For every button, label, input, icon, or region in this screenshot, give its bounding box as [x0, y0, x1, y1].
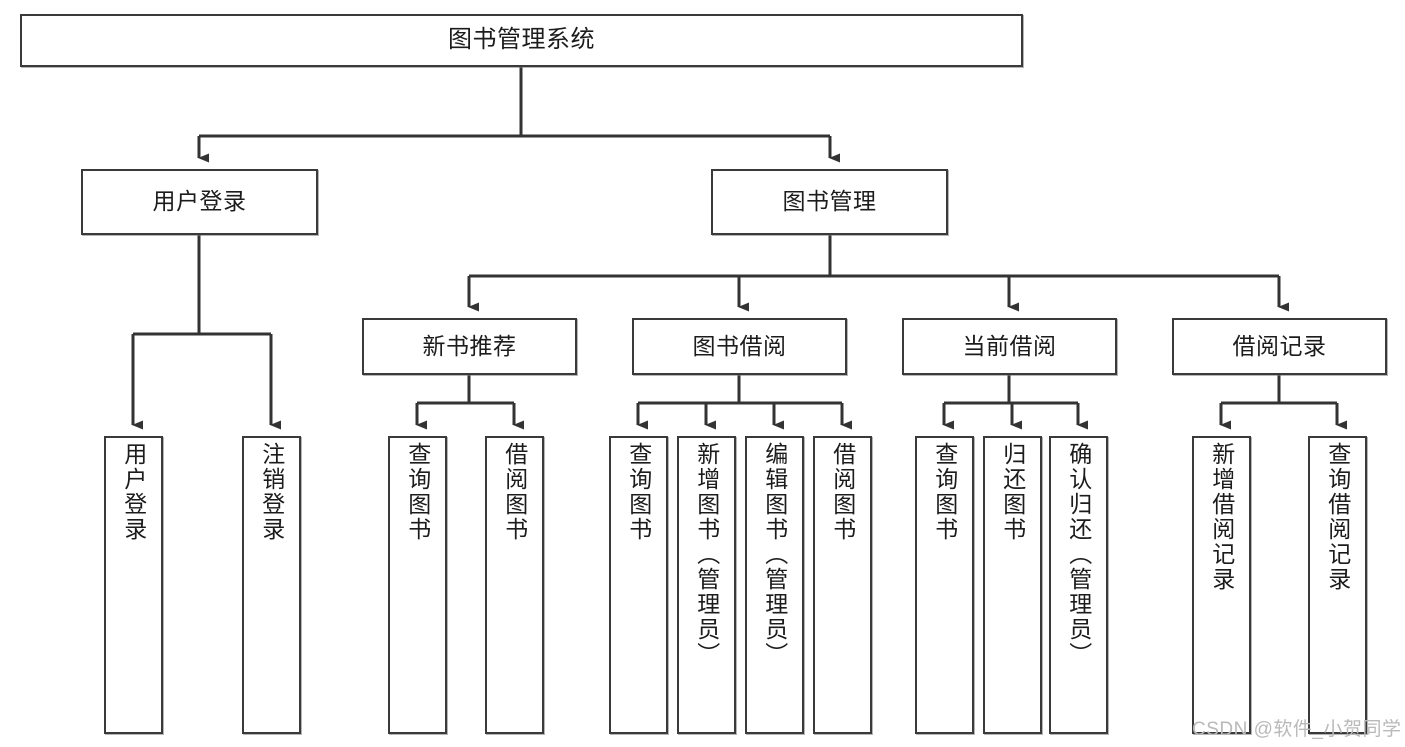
node-label: 当前借阅: [962, 332, 1057, 359]
csdn-watermark: CSDN @软件_小贺同学: [1192, 719, 1402, 740]
leaf-current-borrow-query-book[interactable]: 查询图书: [915, 436, 974, 734]
node-label: 图书管理: [782, 188, 877, 215]
node-label: 借阅图书: [829, 442, 856, 542]
leaf-current-borrow-confirm-return-admin[interactable]: 确认归还（管理员）: [1049, 436, 1108, 734]
node-label: 归还图书: [999, 442, 1026, 542]
leaf-user-login-login[interactable]: 用户登录: [104, 436, 163, 734]
node-label: 确认归还（管理员）: [1065, 442, 1092, 667]
leaf-book-borrow-edit-book-admin[interactable]: 编辑图书（管理员）: [745, 436, 804, 734]
node-label: 图书借阅: [692, 332, 787, 359]
node-label: 新书推荐: [422, 332, 517, 359]
node-label: 查询图书: [404, 442, 431, 542]
node-label: 新增图书（管理员）: [693, 442, 720, 667]
node-label: 图书管理系统: [448, 26, 595, 54]
node-label: 借阅图书: [501, 442, 528, 542]
leaf-new-book-borrow-book[interactable]: 借阅图书: [485, 436, 544, 734]
leaf-book-borrow-borrow-book[interactable]: 借阅图书: [813, 436, 872, 734]
leaf-current-borrow-return-book[interactable]: 归还图书: [983, 436, 1042, 734]
node-label: 编辑图书（管理员）: [761, 442, 788, 667]
leaf-user-login-logout[interactable]: 注销登录: [242, 436, 301, 734]
leaf-borrow-record-query-record[interactable]: 查询借阅记录: [1308, 436, 1367, 734]
node-label: 用户登录: [120, 442, 147, 542]
node-user-login[interactable]: 用户登录: [81, 169, 318, 235]
leaf-new-book-query-book[interactable]: 查询图书: [388, 436, 447, 734]
node-label: 查询图书: [625, 442, 652, 542]
node-label: 借阅记录: [1232, 332, 1327, 359]
leaf-book-borrow-add-book-admin[interactable]: 新增图书（管理员）: [677, 436, 736, 734]
leaf-borrow-record-add-record[interactable]: 新增借阅记录: [1192, 436, 1251, 734]
node-label: 查询借阅记录: [1324, 442, 1351, 592]
node-book-borrow[interactable]: 图书借阅: [632, 318, 847, 375]
node-label: 新增借阅记录: [1208, 442, 1235, 592]
leaf-book-borrow-query-book[interactable]: 查询图书: [609, 436, 668, 734]
node-label: 用户登录: [152, 188, 247, 215]
node-label: 注销登录: [258, 442, 285, 542]
node-root-book-management-system[interactable]: 图书管理系统: [20, 14, 1023, 67]
node-current-borrow[interactable]: 当前借阅: [902, 318, 1117, 375]
node-borrow-record[interactable]: 借阅记录: [1172, 318, 1387, 375]
node-label: 查询图书: [931, 442, 958, 542]
node-book-management[interactable]: 图书管理: [711, 169, 948, 235]
node-new-book-recommend[interactable]: 新书推荐: [362, 318, 577, 375]
